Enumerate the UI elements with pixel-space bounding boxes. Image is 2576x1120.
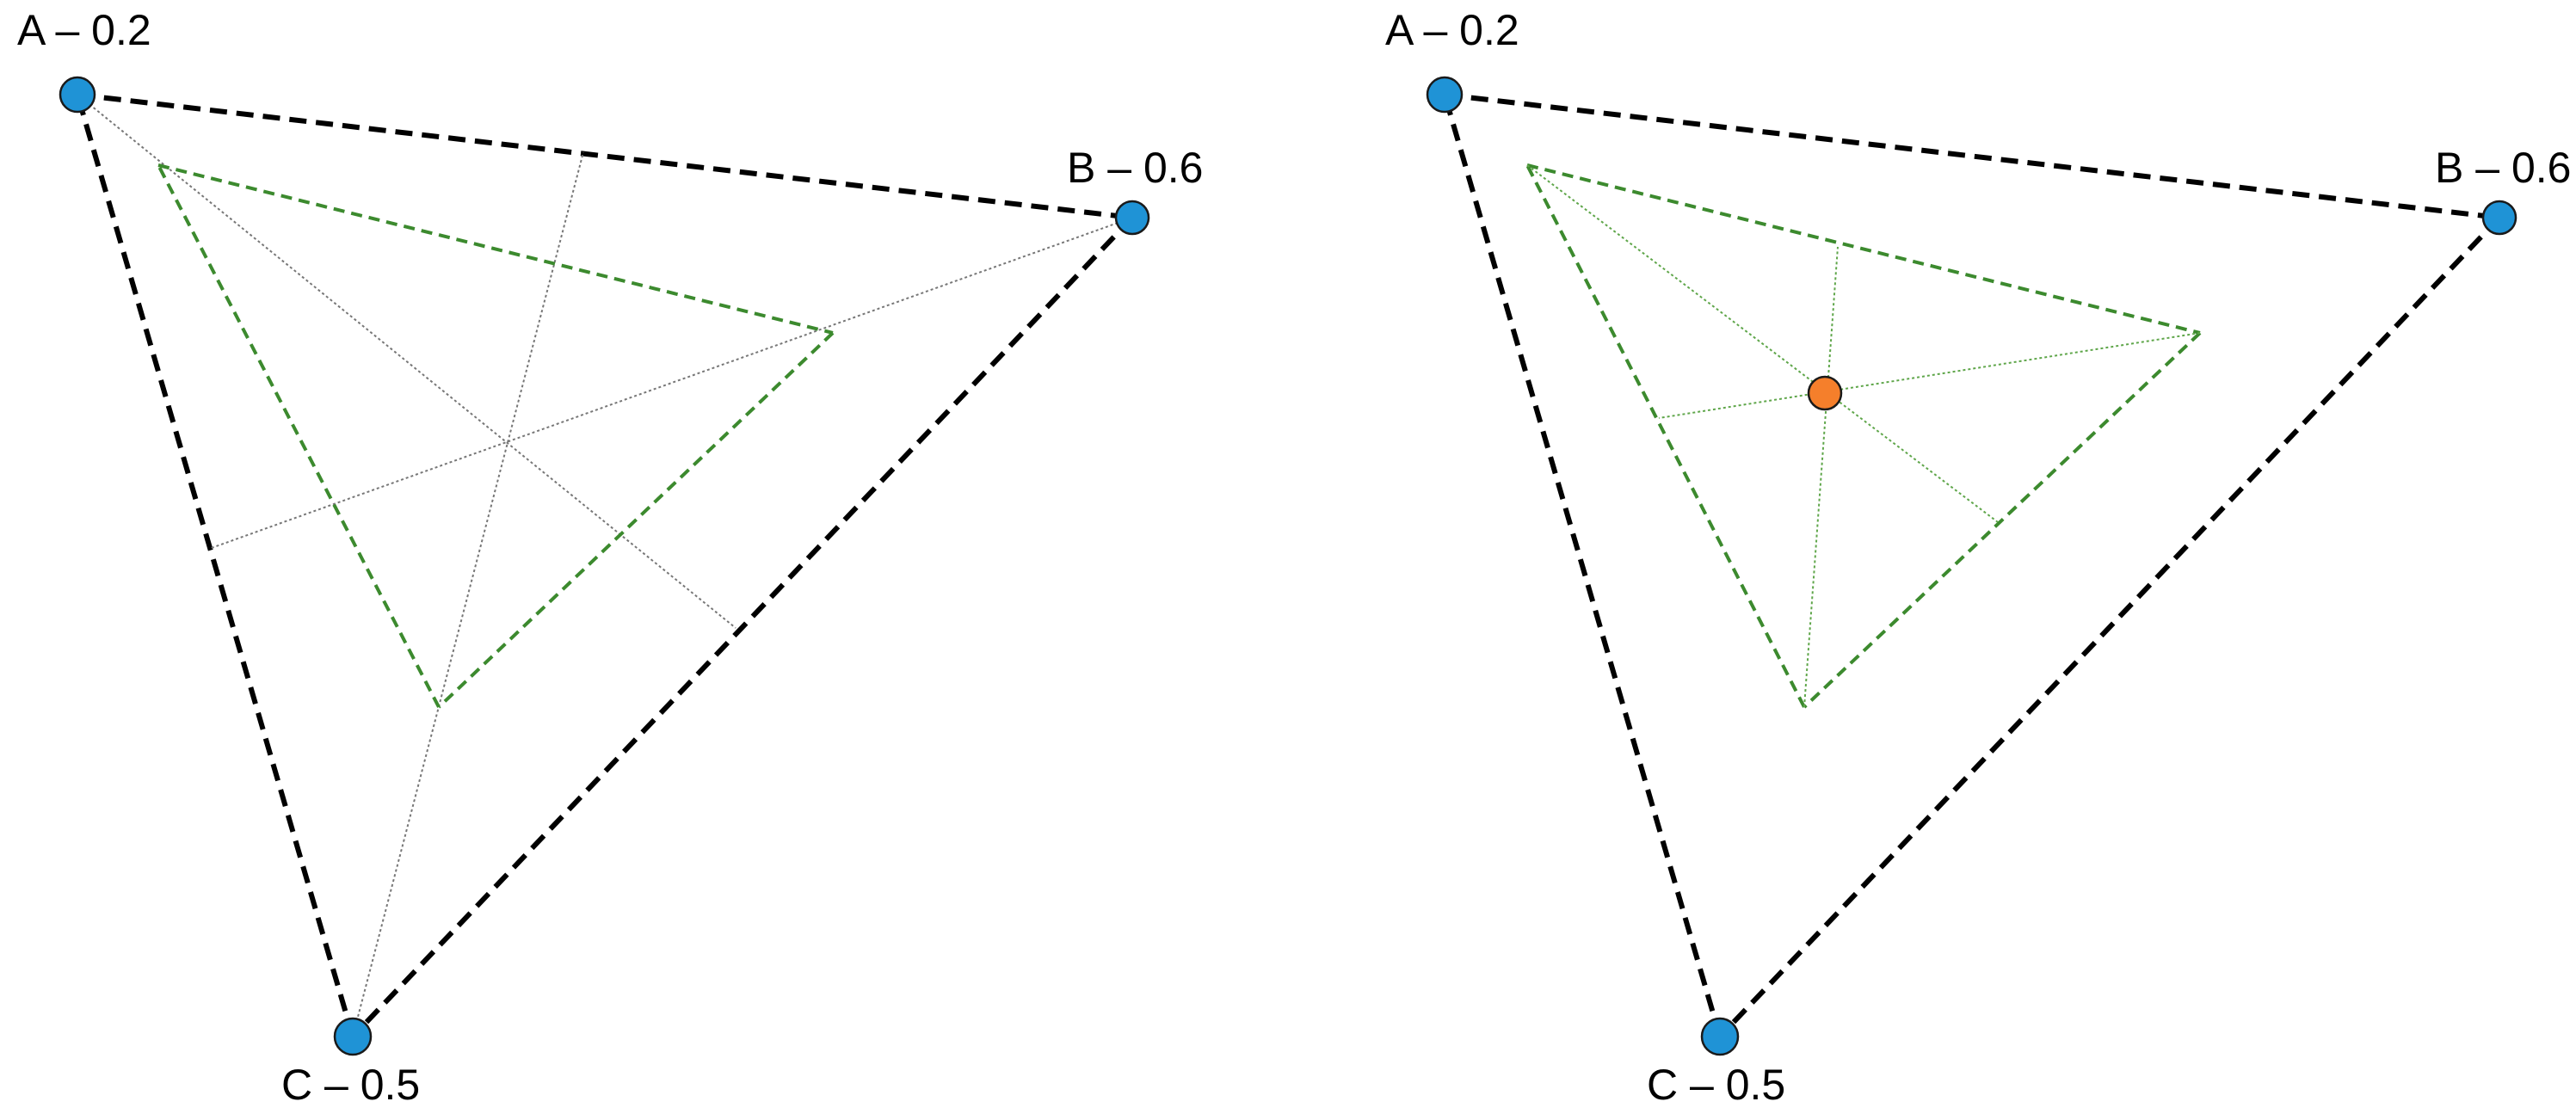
left-panel: A – 0.2 B – 0.6 C – 0.5 [17, 6, 1203, 1109]
right-vertex-b [2481, 200, 2517, 236]
right-panel: A – 0.2 B – 0.6 C – 0.5 [1385, 6, 2571, 1109]
left-vertex-c [333, 1017, 373, 1056]
left-guide-a [77, 94, 736, 629]
right-vertex-a [1426, 76, 1464, 114]
right-guide-3 [1803, 246, 1839, 708]
right-inner-edge-1 [1526, 163, 2201, 335]
right-vertex-c [1700, 1017, 1740, 1056]
left-inner-edge-1 [157, 163, 834, 335]
left-vertex-b [1114, 200, 1150, 236]
right-guide-1 [1526, 164, 1999, 523]
left-guide-lines [77, 94, 1133, 1037]
left-edge-bc [350, 215, 1135, 1039]
right-label-b: B – 0.6 [2435, 144, 2571, 192]
left-label-b: B – 0.6 [1067, 144, 1203, 192]
left-edge-ca [75, 94, 355, 1037]
left-inner-edge-2 [437, 331, 835, 709]
right-outer-triangle [1442, 92, 2502, 1039]
left-inner-triangle [157, 163, 835, 709]
right-inner-triangle [1525, 163, 2202, 709]
right-inner-edge-2 [1803, 331, 2202, 709]
right-inner-edge-3 [1525, 164, 1806, 708]
right-edge-ab [1444, 92, 2500, 220]
right-label-a: A – 0.2 [1385, 6, 1519, 54]
left-label-a: A – 0.2 [17, 6, 151, 54]
left-inner-edge-3 [157, 164, 441, 708]
right-centroid-point [1807, 375, 1843, 411]
right-edge-ca [1442, 94, 1722, 1037]
right-guide-lines [1526, 164, 2201, 708]
left-edge-ab [77, 92, 1133, 220]
left-outer-triangle [75, 92, 1135, 1039]
right-guide-2 [1658, 332, 2201, 419]
right-edge-bc [1717, 215, 2502, 1039]
left-vertex-a [59, 76, 96, 114]
left-guide-b [208, 217, 1133, 550]
left-label-c: C – 0.5 [281, 1061, 420, 1109]
right-label-c: C – 0.5 [1647, 1061, 1785, 1109]
left-guide-c [352, 151, 584, 1037]
